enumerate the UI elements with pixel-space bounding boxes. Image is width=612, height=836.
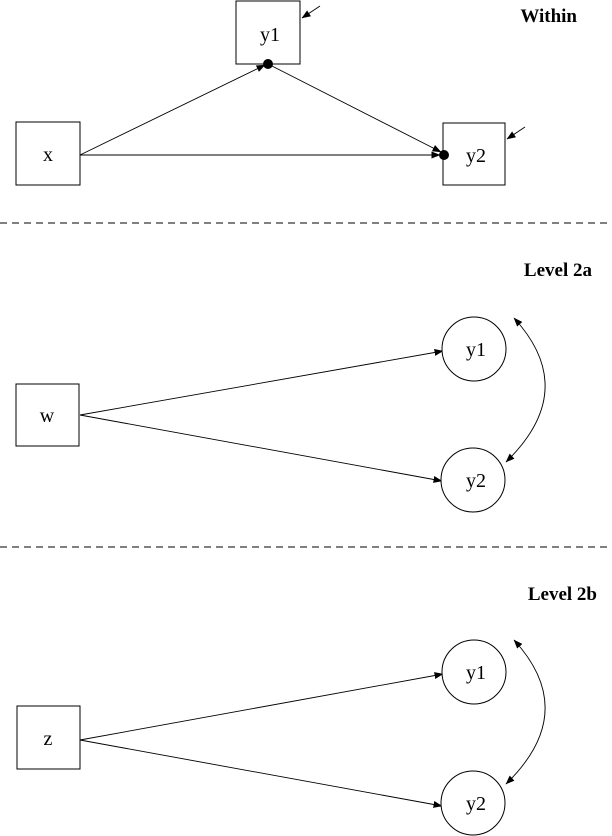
node-y1-label: y1	[466, 662, 486, 684]
residual-arrow-y1	[302, 6, 320, 18]
residual-arrow-y2	[507, 127, 525, 139]
node-y2-label: y2	[466, 470, 486, 492]
node-w-label: w	[40, 405, 55, 427]
covariance-arc-y1-y2	[506, 318, 545, 462]
path-x-to-y1	[80, 65, 265, 155]
path-w-to-y2	[80, 415, 442, 481]
node-y2-label: y2	[466, 145, 486, 167]
within-section: Within x y1 y2	[16, 1, 577, 185]
level2b-title: Level 2b	[528, 584, 597, 605]
node-y1-label: y1	[260, 24, 280, 46]
within-title: Within	[520, 6, 577, 27]
node-y1-label: y1	[466, 339, 486, 361]
level2a-section: Level 2a w y1 y2	[16, 260, 592, 512]
path-z-to-y1	[80, 674, 443, 740]
covariance-arc-y1-y2	[506, 640, 545, 784]
level2a-title: Level 2a	[524, 260, 593, 281]
path-z-to-y2	[80, 740, 442, 806]
path-w-to-y1	[80, 351, 443, 415]
random-slope-dot-y1	[263, 59, 273, 69]
node-x-label: x	[43, 144, 53, 166]
level2b-section: Level 2b z y1 y2	[17, 584, 597, 835]
random-slope-dot-y2	[439, 150, 449, 160]
node-y2-label: y2	[466, 793, 486, 815]
node-z-label: z	[44, 728, 53, 750]
path-y1-to-y2	[270, 65, 441, 152]
